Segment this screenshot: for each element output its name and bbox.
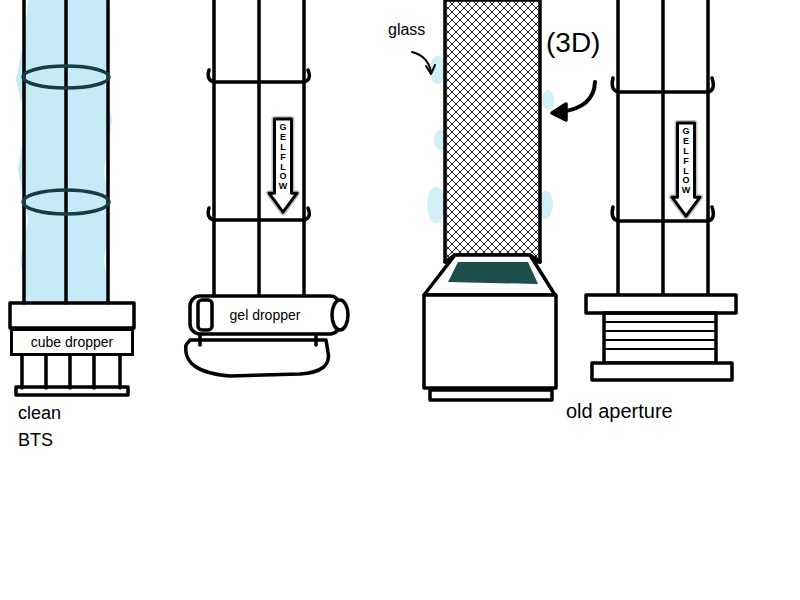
arrow-shape (269, 119, 297, 212)
flow-arrow: GEL FLOW (671, 122, 701, 217)
flow-text: GEL FLOW (682, 127, 691, 196)
arrow-glow (269, 119, 297, 212)
arrow-shape (672, 123, 700, 216)
part-name: gel dropper (230, 307, 301, 323)
cylinder-end (332, 300, 348, 330)
part-name: cube dropper (31, 334, 114, 350)
arrow-glow (672, 123, 700, 216)
flow-text: GEL FLOW (279, 123, 288, 192)
cylinder-body (190, 296, 340, 334)
dropper-box: cube dropper (10, 328, 134, 356)
part-label: old aperture (566, 396, 706, 426)
gel-dropper-body: gel dropper (186, 294, 350, 336)
flow-arrow: GEL FLOW (268, 118, 298, 213)
part-label: clean BTS (18, 400, 78, 454)
part-label: glass (388, 18, 448, 42)
part-label: (3D) (546, 22, 626, 64)
cylinder-end (198, 300, 212, 330)
cylinder-lines (190, 296, 348, 334)
